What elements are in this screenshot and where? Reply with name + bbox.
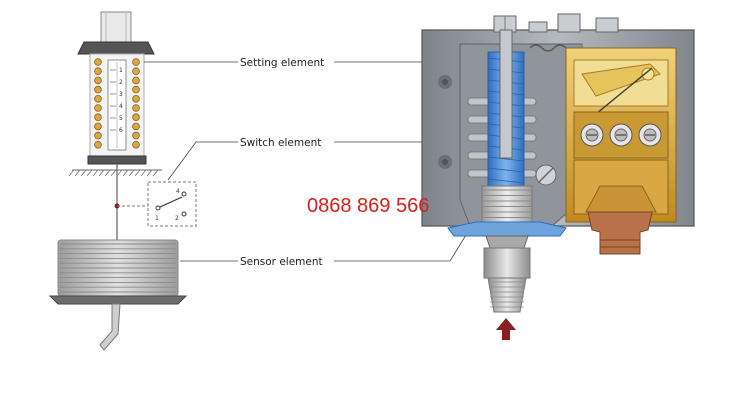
hatch-line xyxy=(80,169,87,177)
spring-coil xyxy=(94,131,102,140)
spring-coil xyxy=(94,67,102,75)
top-screws xyxy=(493,13,619,33)
spring-coil xyxy=(94,141,102,149)
spring-coil xyxy=(94,95,102,103)
spring-coil xyxy=(132,85,140,94)
scale-label: 1 xyxy=(119,67,123,74)
spring-coil xyxy=(132,141,140,149)
spring-coil xyxy=(132,67,140,75)
diaphragm-plate xyxy=(447,221,567,237)
spring-coil xyxy=(94,122,102,131)
hatch-line xyxy=(128,169,135,177)
hatch-line xyxy=(110,169,117,177)
spring-coil xyxy=(94,113,102,121)
spring-coil xyxy=(132,95,140,103)
pressure-port xyxy=(483,235,531,313)
schematic: 1 2 3 4 5 6 4 1 2 xyxy=(48,11,560,351)
setting-knob xyxy=(77,11,155,55)
differential-screw xyxy=(535,164,557,186)
spring-coil xyxy=(132,113,140,121)
terminal-screws xyxy=(580,123,662,147)
setting-scale: 1 2 3 4 5 6 xyxy=(110,67,123,134)
housing-bolts xyxy=(438,75,452,169)
hatch-line xyxy=(122,169,129,177)
pressure-arrow-icon xyxy=(496,318,516,340)
scale-label: 4 xyxy=(119,103,123,110)
main-spring xyxy=(487,29,525,193)
spring-coil xyxy=(132,58,140,66)
setting-element-label: Setting element xyxy=(240,57,324,69)
ground-hatch-icon xyxy=(68,169,162,177)
hatch-line xyxy=(68,169,75,177)
hatch-line xyxy=(146,169,153,177)
scale-label: 2 xyxy=(119,79,123,86)
sensor-bellows xyxy=(481,185,533,229)
bellows-ribs xyxy=(60,243,176,293)
sensor-element-bellows xyxy=(48,239,188,351)
spring-coil xyxy=(94,76,102,85)
main-spring-coil xyxy=(487,167,525,173)
phone-watermark: 0868 869 566 xyxy=(307,195,429,217)
spring-coil xyxy=(132,122,140,131)
main-spring-coil xyxy=(487,178,525,184)
scale-label: 3 xyxy=(119,91,123,98)
main-spring-coil xyxy=(487,156,525,162)
spring-coil xyxy=(132,131,140,140)
capillary-tube xyxy=(99,303,121,351)
scale-label: 5 xyxy=(119,115,123,122)
setting-spindle xyxy=(499,29,513,159)
spring-coil xyxy=(132,104,140,112)
switch-compartment xyxy=(565,47,677,223)
hatch-line xyxy=(116,169,123,177)
terminal-1-label: 1 xyxy=(155,215,159,222)
hatch-line xyxy=(98,169,105,177)
hatch-line xyxy=(74,169,81,177)
spring-coil xyxy=(94,58,102,66)
hatch-line xyxy=(104,169,111,177)
terminal-2-label: 2 xyxy=(175,215,179,222)
spring-coils-right xyxy=(132,58,140,149)
top-spring xyxy=(529,44,567,52)
spring-coil xyxy=(94,104,102,112)
spring-coil xyxy=(94,85,102,94)
hatch-line xyxy=(92,169,99,177)
hatch-line xyxy=(152,169,159,177)
cable-gland xyxy=(587,211,653,255)
spring-coil xyxy=(132,76,140,85)
terminal-4-label: 4 xyxy=(176,188,180,195)
pressure-switch-cutaway xyxy=(421,13,695,340)
hatch-line xyxy=(134,169,141,177)
switch-element-label: Switch element xyxy=(240,137,321,149)
spring-coils-left xyxy=(94,58,102,149)
setting-element-spring: 1 2 3 4 5 6 xyxy=(87,53,147,165)
scale-label: 6 xyxy=(119,127,123,134)
hatch-line xyxy=(86,169,93,177)
hatch-line xyxy=(140,169,147,177)
switch-lever xyxy=(581,63,661,97)
switch-symbol-icon: 4 1 2 xyxy=(117,181,197,227)
sensor-element-label: Sensor element xyxy=(240,256,323,268)
